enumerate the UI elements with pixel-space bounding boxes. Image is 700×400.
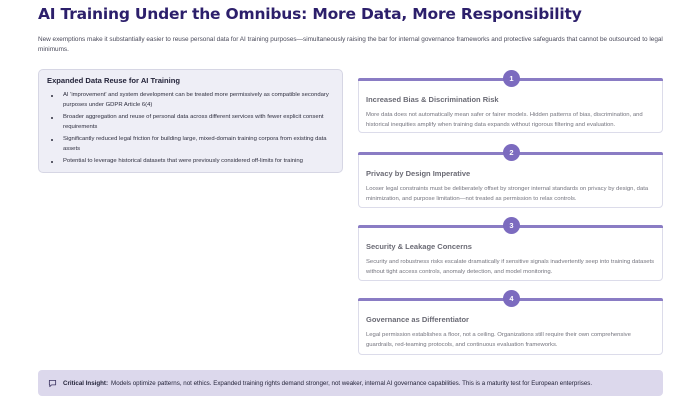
risk-card-governance: 4 Governance as Differentiator Legal per…: [358, 290, 663, 355]
card-title: Increased Bias & Discrimination Risk: [366, 95, 499, 104]
reuse-bullet-list: AI 'improvement' and system development …: [47, 91, 334, 167]
step-number-badge: 2: [503, 144, 520, 161]
card-body: Security and robustness risks escalate d…: [366, 259, 655, 275]
card-title: Security & Leakage Concerns: [366, 242, 472, 251]
bullet-dot-icon: [51, 94, 54, 97]
risk-card-security: 3 Security & Leakage Concerns Security a…: [358, 217, 663, 281]
step-number-badge: 4: [503, 290, 520, 307]
bullet-dot-icon: [51, 160, 54, 163]
card-title: Privacy by Design Imperative: [366, 169, 471, 178]
bullet-dot-icon: [51, 116, 54, 119]
step-number-badge: 3: [503, 217, 520, 234]
list-item-text: Broader aggregation and reuse of persona…: [63, 114, 324, 130]
step-number-badge: 1: [503, 70, 520, 87]
list-item-text: Significantly reduced legal friction for…: [63, 136, 327, 152]
list-item: Broader aggregation and reuse of persona…: [47, 113, 334, 132]
list-item-text: AI 'improvement' and system development …: [63, 92, 329, 108]
page-subtitle: New exemptions make it substantially eas…: [38, 36, 663, 53]
list-item: AI 'improvement' and system development …: [47, 91, 334, 110]
card-title: Governance as Differentiator: [366, 315, 469, 324]
risk-card-privacy: 2 Privacy by Design Imperative Looser le…: [358, 144, 663, 208]
critical-insight-banner: Critical Insight: Models optimize patter…: [38, 370, 663, 396]
card-body: More data does not automatically mean sa…: [366, 112, 643, 128]
chat-bubble-icon: [48, 379, 57, 387]
list-item: Significantly reduced legal friction for…: [47, 135, 334, 154]
card-body: Looser legal constraints must be deliber…: [366, 186, 649, 202]
list-item: Potential to leverage historical dataset…: [47, 157, 334, 167]
list-item-text: Potential to leverage historical dataset…: [63, 158, 303, 164]
page-title: AI Training Under the Omnibus: More Data…: [38, 5, 582, 23]
insight-label: Critical Insight:: [63, 379, 109, 387]
expanded-data-reuse-panel: Expanded Data Reuse for AI Training AI '…: [38, 69, 343, 173]
panel-title: Expanded Data Reuse for AI Training: [47, 76, 181, 85]
bullet-dot-icon: [51, 138, 54, 141]
risk-card-bias: 1 Increased Bias & Discrimination Risk M…: [358, 70, 663, 133]
card-body: Legal permission establishes a floor, no…: [366, 332, 631, 348]
insight-text: Models optimize patterns, not ethics. Ex…: [111, 379, 593, 387]
